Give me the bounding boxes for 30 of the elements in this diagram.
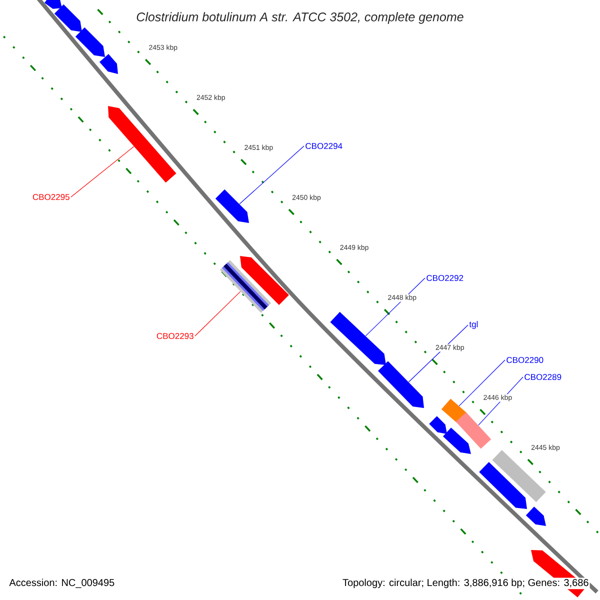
gene-block (44, 0, 62, 9)
leader-line (239, 146, 304, 204)
gene-label: CBO2290 (506, 357, 544, 363)
leader-line (194, 291, 241, 336)
genome-info-text: Topology: circular; Length: 3,886,916 bp; Genes: 3,686 (342, 578, 590, 590)
gene-block (75, 27, 105, 57)
gene-block (492, 450, 546, 502)
gene-block (526, 506, 546, 526)
gene-block (99, 54, 118, 74)
gene-label: CBO2292 (426, 275, 464, 281)
gene-block (441, 398, 467, 424)
gene-block (108, 106, 176, 183)
gene-label: tgl (469, 321, 478, 329)
leader-line (70, 146, 134, 198)
gene-block (429, 416, 447, 434)
gene-label: CBO2295 (32, 194, 70, 200)
gene-block (240, 256, 289, 305)
gene-block (54, 4, 82, 32)
leader-line (458, 360, 506, 406)
title: Clostridium botulinum A str. ATCC 3502, complete genome (136, 12, 464, 24)
gene-block (330, 312, 386, 365)
gene-block (479, 462, 527, 509)
gene-block (442, 428, 471, 454)
accession-text: Accession: NC_009495 (9, 578, 114, 588)
gene-label: CBO2289 (524, 374, 562, 380)
gene-block (215, 189, 249, 223)
gene-block (378, 361, 424, 408)
gene-label: CBO2294 (306, 143, 342, 149)
gene-block (456, 412, 492, 449)
gene-label: CBO2293 (156, 333, 194, 339)
